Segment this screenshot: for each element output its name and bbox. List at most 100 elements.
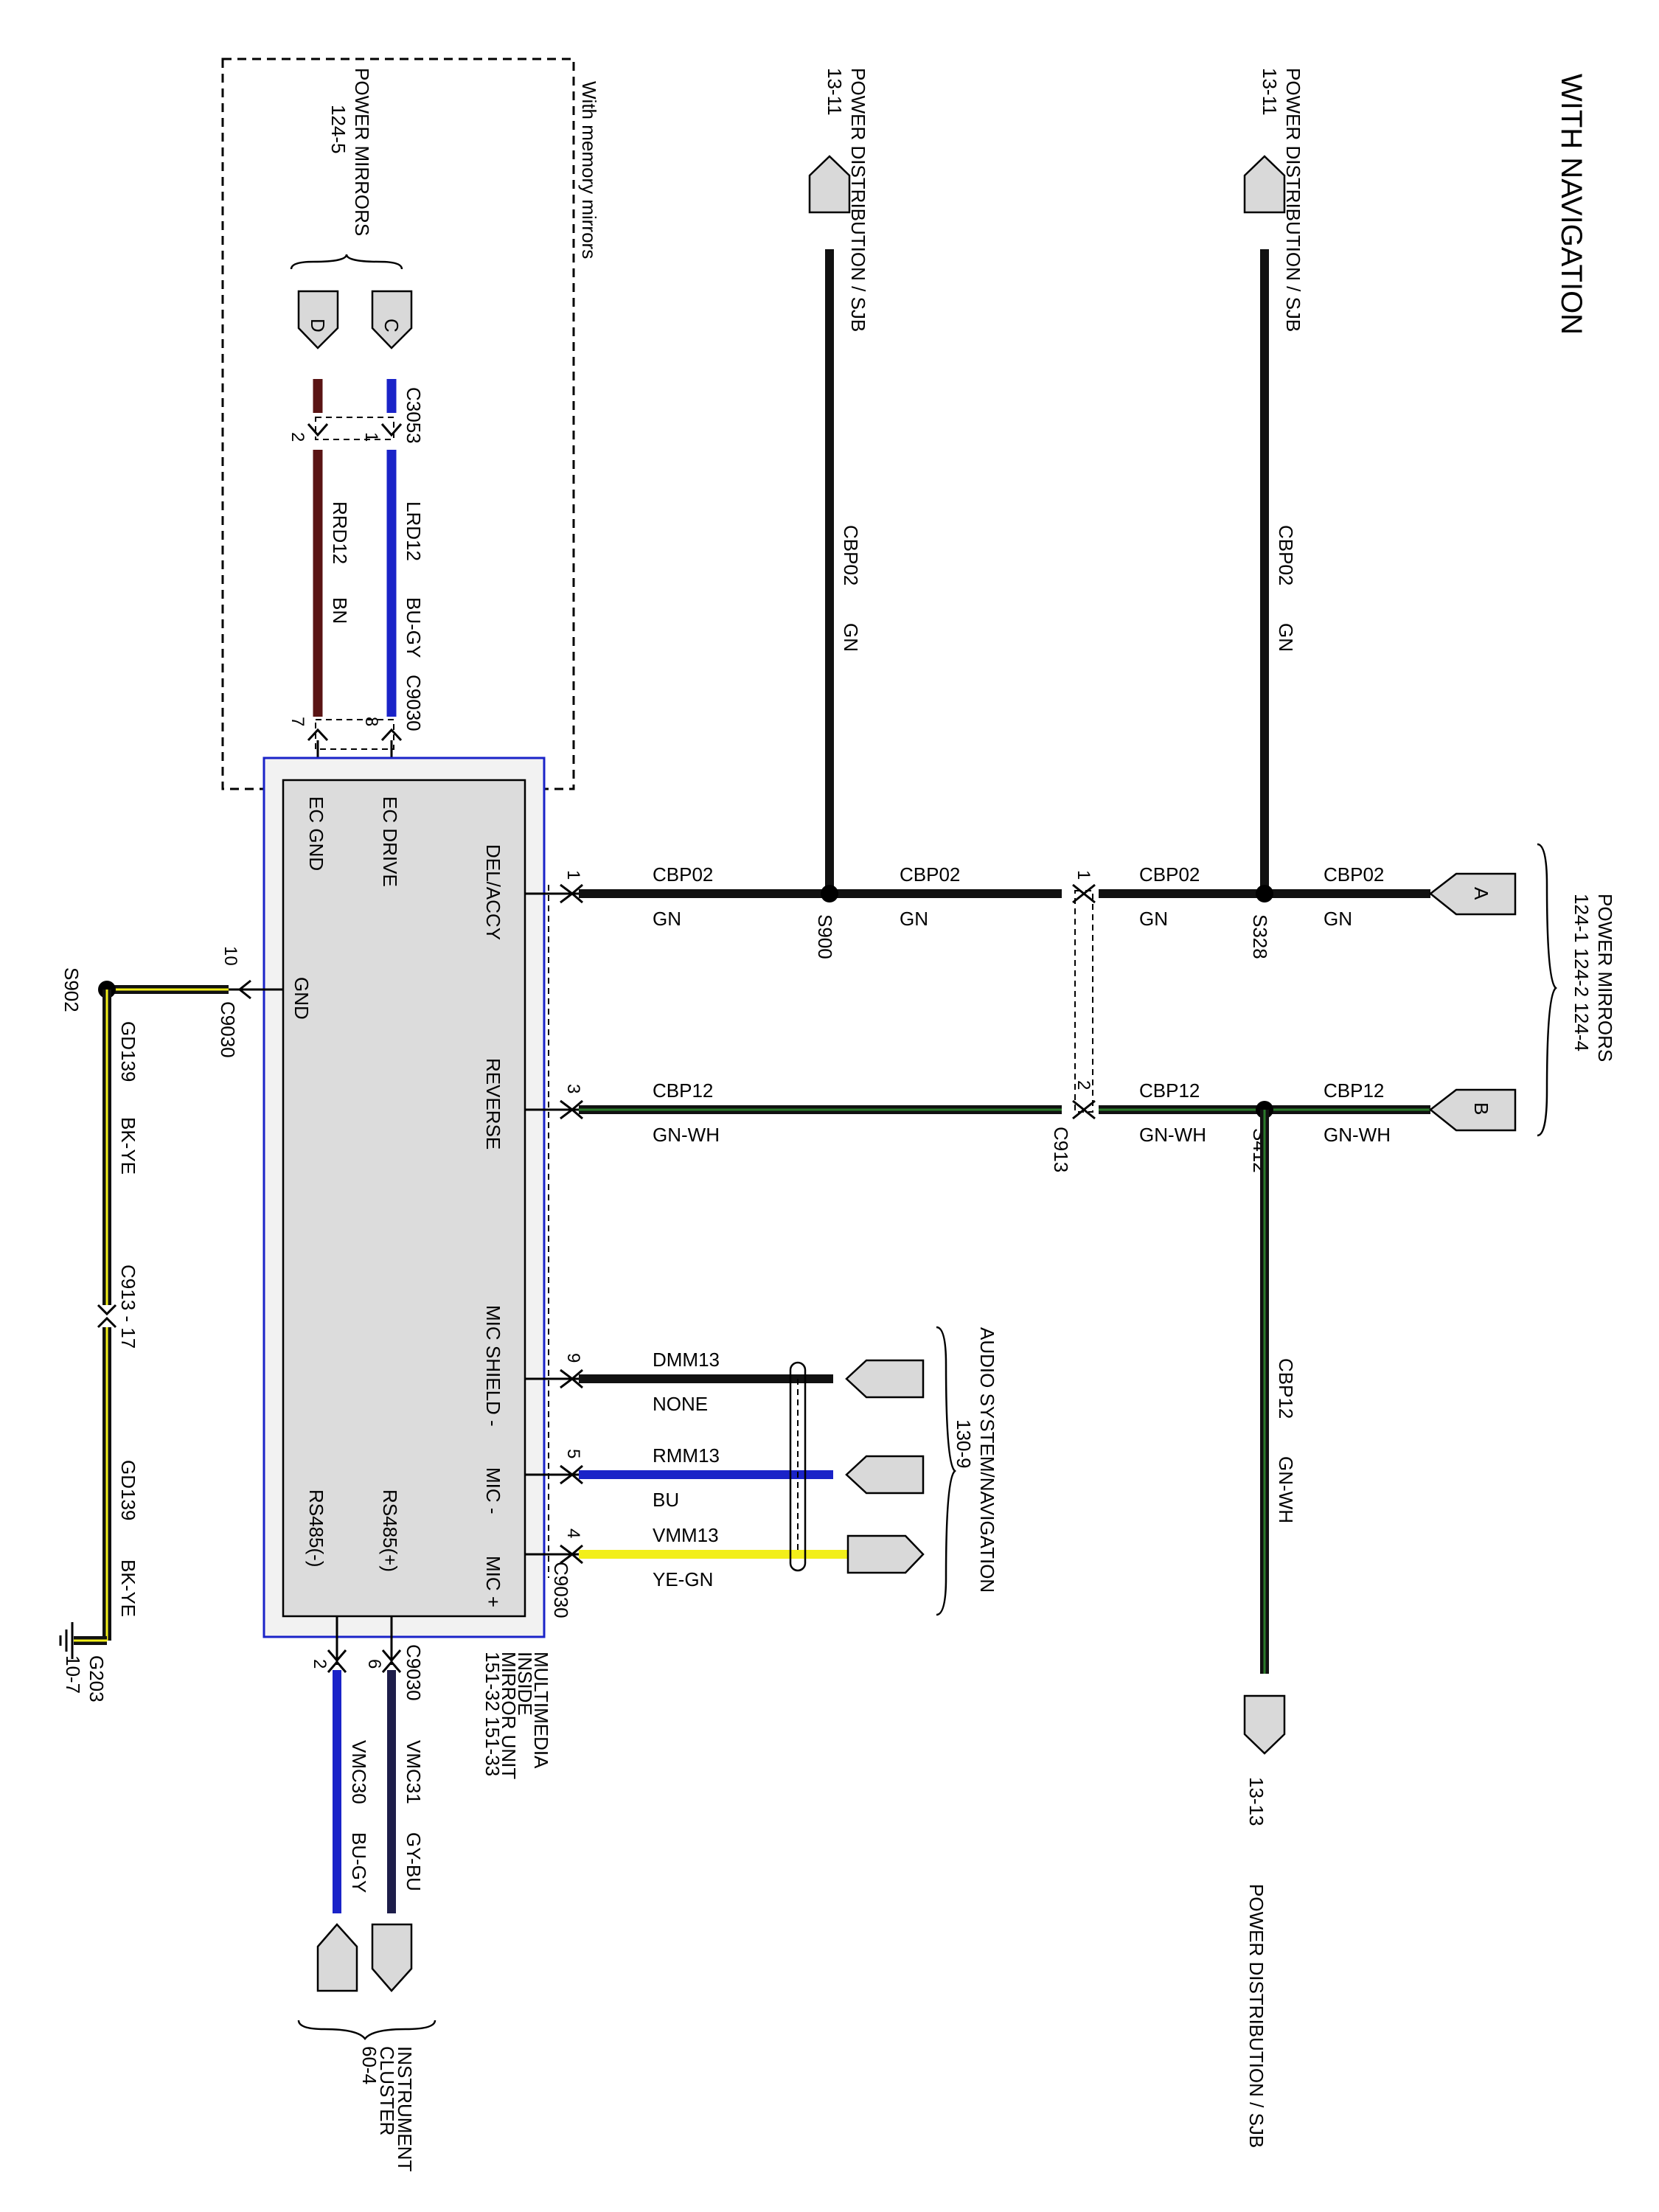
diagram-title: WITH NAVIGATION bbox=[1555, 74, 1587, 335]
svg-text:POWER DISTRIBUTION / SJB: POWER DISTRIBUTION / SJB bbox=[847, 68, 869, 332]
wire-label-rmm13: RMM13 bbox=[653, 1444, 720, 1467]
wire-label-bk-ye-2: BK-YE bbox=[117, 1559, 139, 1617]
ground-symbol bbox=[59, 1622, 74, 1659]
wire-label-gn-h4: GN bbox=[1324, 908, 1352, 930]
pd-top-right-label: POWER DISTRIBUTION / SJB 13-11 bbox=[1259, 68, 1304, 332]
pin-num-5: 5 bbox=[563, 1449, 583, 1458]
svg-text:1: 1 bbox=[361, 432, 381, 442]
splice-s900 bbox=[821, 885, 838, 902]
pin-label-ec-drive: EC DRIVE bbox=[379, 796, 401, 887]
pin-num-1: 1 bbox=[563, 870, 583, 880]
instrument-tab-2 bbox=[316, 1923, 358, 1992]
pd-top-right-tab bbox=[1243, 155, 1286, 214]
svg-text:G203: G203 bbox=[86, 1655, 108, 1703]
svg-text:AUDIO SYSTEM/NAVIGATION: AUDIO SYSTEM/NAVIGATION bbox=[976, 1327, 998, 1593]
wire-label-cbp12-h3: CBP12 bbox=[1324, 1079, 1384, 1102]
c913-pin-1: 1 bbox=[1074, 870, 1093, 880]
arrow-pin-9 bbox=[560, 1368, 583, 1389]
pd-bottom-name: POWER DISTRIBUTION / SJB bbox=[1245, 1884, 1267, 2148]
connector-label-c9030-rs485: C9030 bbox=[403, 1644, 425, 1701]
audio-tab-2 bbox=[845, 1455, 925, 1495]
svg-text:13-11: 13-11 bbox=[1259, 68, 1281, 116]
svg-text:INSIDE: INSIDE bbox=[514, 1652, 536, 1716]
connector-label-c9030-gnd: C9030 bbox=[217, 1001, 239, 1058]
connector-label-c9030-mic: C9030 bbox=[550, 1562, 572, 1618]
svg-text:C9030: C9030 bbox=[403, 675, 425, 731]
splice-label-s900: S900 bbox=[814, 914, 836, 959]
pin-label-mic-minus: MIC - bbox=[482, 1467, 504, 1514]
pin-num-6: 6 bbox=[364, 1659, 384, 1669]
svg-text:13-11: 13-11 bbox=[824, 68, 846, 116]
wire-label-lrd12: LRD12 bbox=[403, 501, 425, 561]
pd-top-left-label: POWER DISTRIBUTION / SJB 13-11 bbox=[824, 68, 869, 332]
wire-label-bu: BU bbox=[653, 1489, 679, 1511]
power-mirrors-right-label: POWER MIRRORS 124-1 124-2 124-4 bbox=[1571, 894, 1616, 1062]
wire-label-vmc30: VMC30 bbox=[348, 1740, 370, 1804]
wire-label-cbp02-h2: CBP02 bbox=[900, 863, 960, 886]
pd-top-left-tab bbox=[808, 155, 851, 214]
svg-text:POWER DISTRIBUTION / SJB: POWER DISTRIBUTION / SJB bbox=[1282, 68, 1304, 332]
arrow-c913-pin-1 bbox=[1072, 883, 1096, 904]
arrow-pin-4 bbox=[560, 1544, 583, 1565]
arrow-c913-17 bbox=[97, 1304, 117, 1329]
connector-label-c913-17: C913 - 17 bbox=[117, 1265, 139, 1349]
svg-text:8: 8 bbox=[361, 717, 381, 726]
pin-label-rs485-plus: RS485(+) bbox=[379, 1489, 401, 1572]
svg-text:130-9: 130-9 bbox=[953, 1419, 975, 1469]
pin-label-reverse: REVERSE bbox=[482, 1058, 504, 1150]
wire-label-gn-wh-h3: GN-WH bbox=[1324, 1124, 1391, 1146]
svg-text:D: D bbox=[307, 319, 329, 333]
wire-label-rrd12: RRD12 bbox=[329, 501, 351, 564]
wire-label-cbp02-v1: CBP02 bbox=[840, 525, 862, 585]
pin-label-gnd: GND bbox=[291, 977, 313, 1020]
svg-text:INSTRUMENT: INSTRUMENT bbox=[394, 2046, 416, 2172]
brace-instrument bbox=[297, 2020, 437, 2041]
wire-label-cbp02-h1: CBP02 bbox=[653, 863, 713, 886]
audio-tab-1 bbox=[845, 1359, 925, 1399]
pin-label-del-accy: DEL/ACCY bbox=[482, 844, 504, 940]
wire-label-gn-wh-v: GN-WH bbox=[1275, 1456, 1297, 1523]
wire-label-gn-wh-h2: GN-WH bbox=[1139, 1124, 1206, 1146]
wire-label-gd139-2: GD139 bbox=[117, 1460, 139, 1520]
wire-label-gn-v2: GN bbox=[1275, 623, 1297, 652]
tab-a: A bbox=[1428, 872, 1517, 916]
wire-label-gn-h2: GN bbox=[900, 908, 928, 930]
arrow-pin-5 bbox=[560, 1464, 583, 1485]
wire-label-gn-wh-h1: GN-WH bbox=[653, 1124, 720, 1146]
pin-num-10: 10 bbox=[220, 946, 240, 966]
arrow-pin-2 bbox=[327, 1649, 347, 1673]
pin-label-mic-plus: MIC + bbox=[482, 1556, 504, 1607]
arrow-pin-10 bbox=[237, 979, 251, 1000]
wire-label-gd139-1: GD139 bbox=[117, 1021, 139, 1082]
splice-s328 bbox=[1256, 885, 1273, 902]
wire-label-bu-gy-2: BU-GY bbox=[348, 1832, 370, 1893]
audio-tab-3 bbox=[846, 1534, 925, 1574]
pin-num-4: 4 bbox=[563, 1528, 583, 1538]
arrow-c913-pin-2 bbox=[1072, 1099, 1096, 1120]
svg-text:7: 7 bbox=[288, 717, 307, 726]
svg-text:124-1 124-2 124-4: 124-1 124-2 124-4 bbox=[1571, 894, 1593, 1051]
wire-label-bn: BN bbox=[329, 597, 351, 624]
brace-power-mirrors-right bbox=[1537, 843, 1557, 1137]
arrow-pin-6 bbox=[381, 1649, 402, 1673]
pin-num-3: 3 bbox=[563, 1084, 583, 1093]
wire-label-gn-h1: GN bbox=[653, 908, 681, 930]
pin-label-rs485-minus: RS485(-) bbox=[305, 1489, 327, 1567]
tab-c: C bbox=[371, 290, 413, 349]
connector-c913 bbox=[1074, 890, 1093, 1113]
svg-text:2: 2 bbox=[288, 432, 307, 442]
module-inner bbox=[282, 779, 526, 1618]
wire-label-cbp12-h2: CBP12 bbox=[1139, 1079, 1200, 1102]
wire-label-cbp02-h4: CBP02 bbox=[1324, 863, 1384, 886]
wire-label-ye-gn: YE-GN bbox=[653, 1568, 713, 1590]
pd-bottom-tab bbox=[1243, 1694, 1286, 1755]
wire-label-cbp02-v2: CBP02 bbox=[1275, 525, 1297, 585]
pd-bottom-ref: 13-13 bbox=[1245, 1777, 1267, 1826]
wire-label-vmc31: VMC31 bbox=[403, 1740, 425, 1804]
svg-text:B: B bbox=[1470, 1102, 1492, 1115]
pin-num-9: 9 bbox=[563, 1353, 583, 1363]
svg-text:60-4: 60-4 bbox=[358, 2046, 380, 2084]
svg-text:124-5: 124-5 bbox=[327, 105, 349, 154]
brace-power-mirrors-top bbox=[290, 254, 403, 270]
